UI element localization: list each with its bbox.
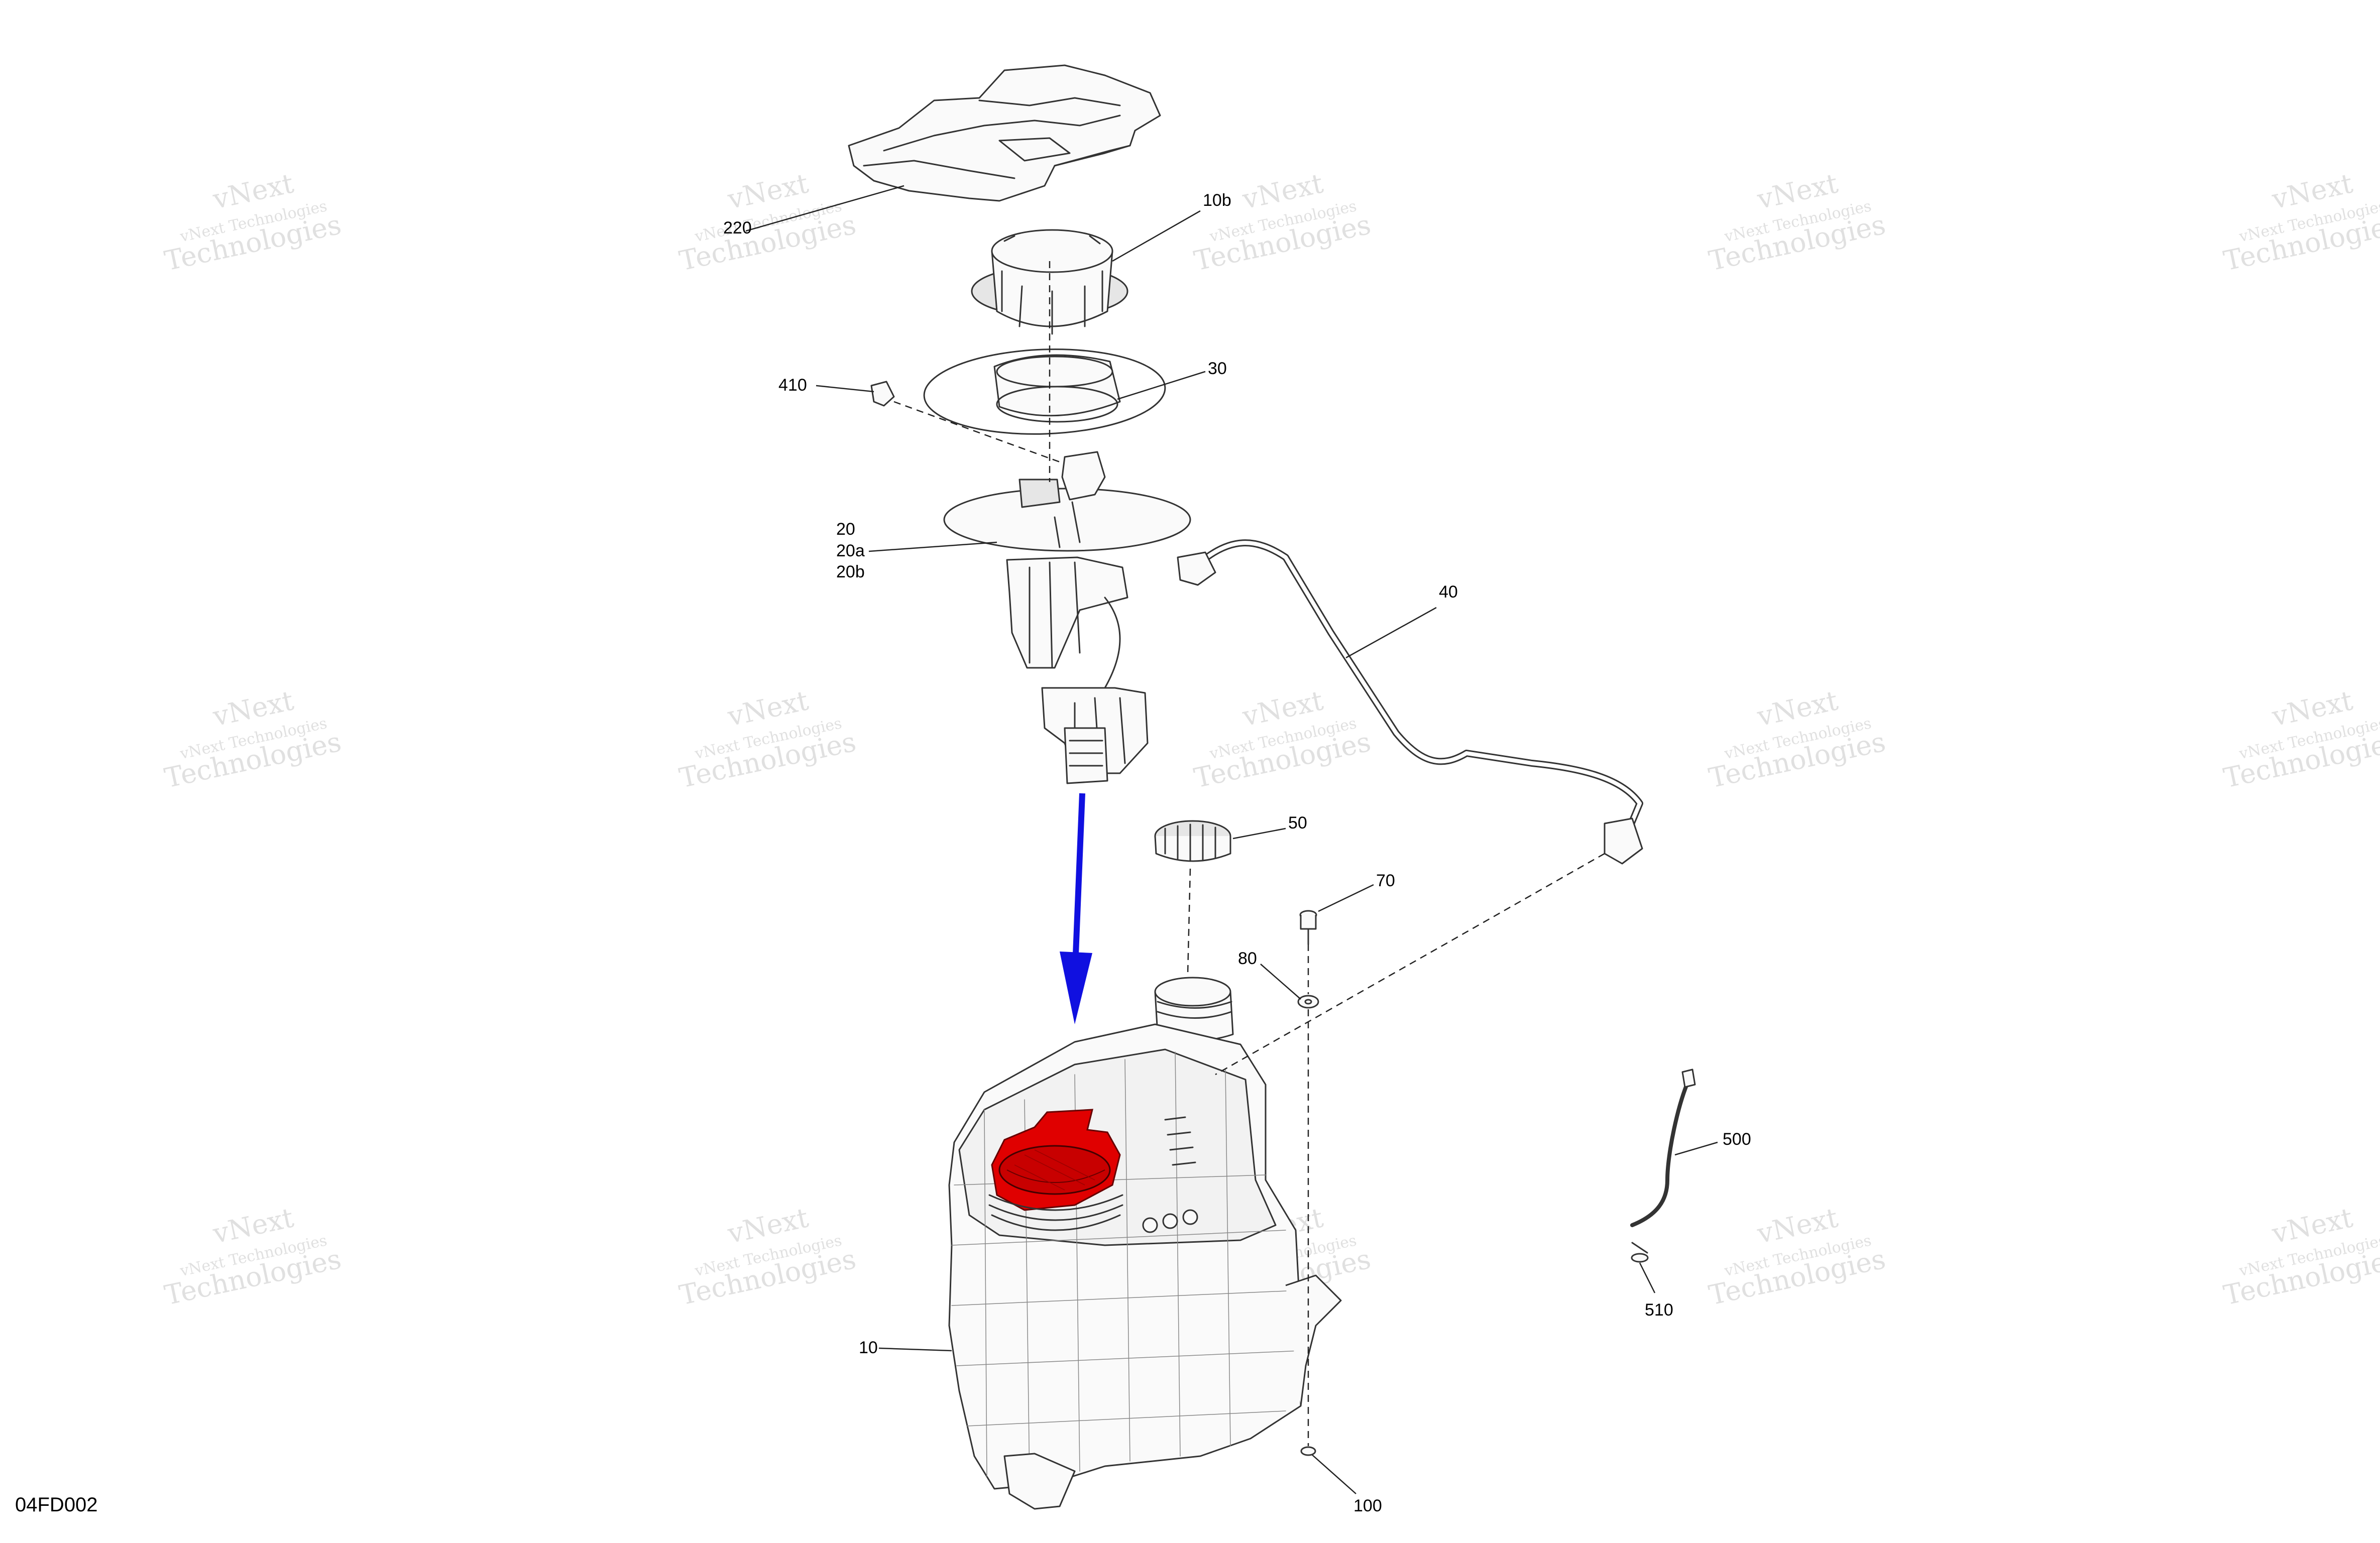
- part-20-fuel-pump[interactable]: [943, 451, 1191, 784]
- callout-220: 220: [723, 218, 752, 238]
- figure-id: 04FD002: [15, 1494, 98, 1516]
- part-510-clamp[interactable]: [1631, 1242, 1649, 1263]
- install-direction-arrow: [1060, 793, 1092, 1024]
- callout-30: 30: [1208, 359, 1227, 378]
- callout-70: 70: [1376, 871, 1395, 890]
- callout-10b: 10b: [1203, 191, 1231, 210]
- pump-opening-highlight: [991, 1109, 1121, 1211]
- alignment-lines: [893, 261, 1605, 1446]
- part-500-breather-tube[interactable]: [1630, 1069, 1696, 1227]
- part-30-gasket[interactable]: [923, 345, 1167, 438]
- part-10-fuel-tank[interactable]: [948, 977, 1342, 1510]
- callout-leaders: [745, 185, 1718, 1494]
- callout-labels: 220 10b 410 30 20 20a 20b 40 50 70 80 50…: [15, 191, 1751, 1516]
- callout-410: 410: [778, 376, 807, 395]
- part-50-vent-cap[interactable]: [1154, 820, 1231, 862]
- part-70-bolt[interactable]: [1299, 910, 1317, 945]
- callout-50: 50: [1288, 813, 1307, 833]
- part-220-shield[interactable]: [848, 64, 1161, 202]
- callout-20a: 20a: [836, 541, 865, 560]
- callout-40: 40: [1439, 582, 1458, 602]
- callout-500: 500: [1723, 1130, 1751, 1149]
- callout-80: 80: [1238, 949, 1257, 968]
- callout-510: 510: [1645, 1300, 1673, 1320]
- part-80-washer[interactable]: [1297, 995, 1319, 1009]
- part-40-fuel-hose[interactable]: [1177, 539, 1643, 865]
- callout-20b: 20b: [836, 562, 865, 581]
- callout-20: 20: [836, 520, 855, 539]
- callout-100: 100: [1353, 1496, 1382, 1515]
- callout-10: 10: [859, 1338, 878, 1357]
- part-10b-lock-ring[interactable]: [971, 229, 1128, 335]
- part-410-clip[interactable]: [870, 381, 895, 407]
